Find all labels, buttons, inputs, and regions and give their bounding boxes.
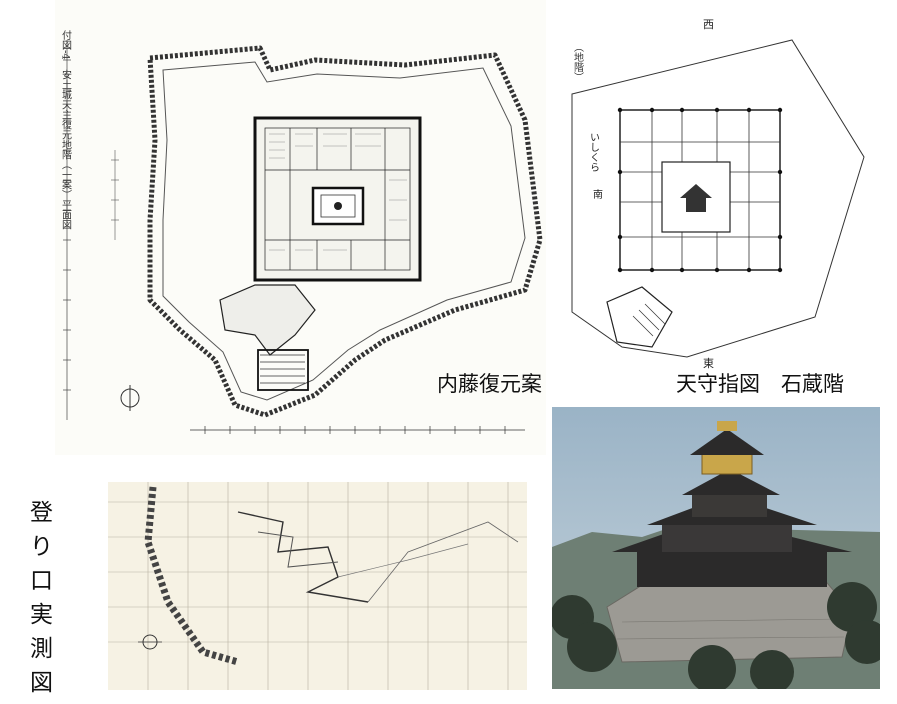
bottom-direction-mark: 東 (703, 357, 714, 370)
sashizu-svg: （地階） 西 東 いしくら 南 (571, 18, 865, 370)
naito-plan-drawing: 付図-4 安土城天主復元地階（一案）平面図 (55, 0, 546, 455)
floor-label: （地階） (572, 42, 584, 82)
naito-plan-svg: 付図-4 安土城天主復元地階（一案）平面図 (60, 29, 543, 434)
castle-painting (552, 407, 880, 689)
survey-svg (108, 482, 527, 690)
plan-side-title: 付図-4 安土城天主復元地階（一案）平面図 (60, 29, 72, 230)
south-label: 南 (593, 188, 603, 201)
caption-entrance-survey: 登り口実測図 (30, 500, 53, 696)
caption-tenshu-sashizu: 天守指図 石蔵階 (676, 372, 844, 396)
painting-svg (552, 407, 880, 689)
caption-naito-reconstruction: 内藤復元案 (437, 372, 542, 396)
tenshu-sashizu-drawing: （地階） 西 東 いしくら 南 (567, 12, 875, 377)
entrance-survey-drawing (108, 482, 527, 690)
ishikura-label: いしくら (588, 132, 599, 172)
top-direction-mark: 西 (703, 18, 714, 31)
